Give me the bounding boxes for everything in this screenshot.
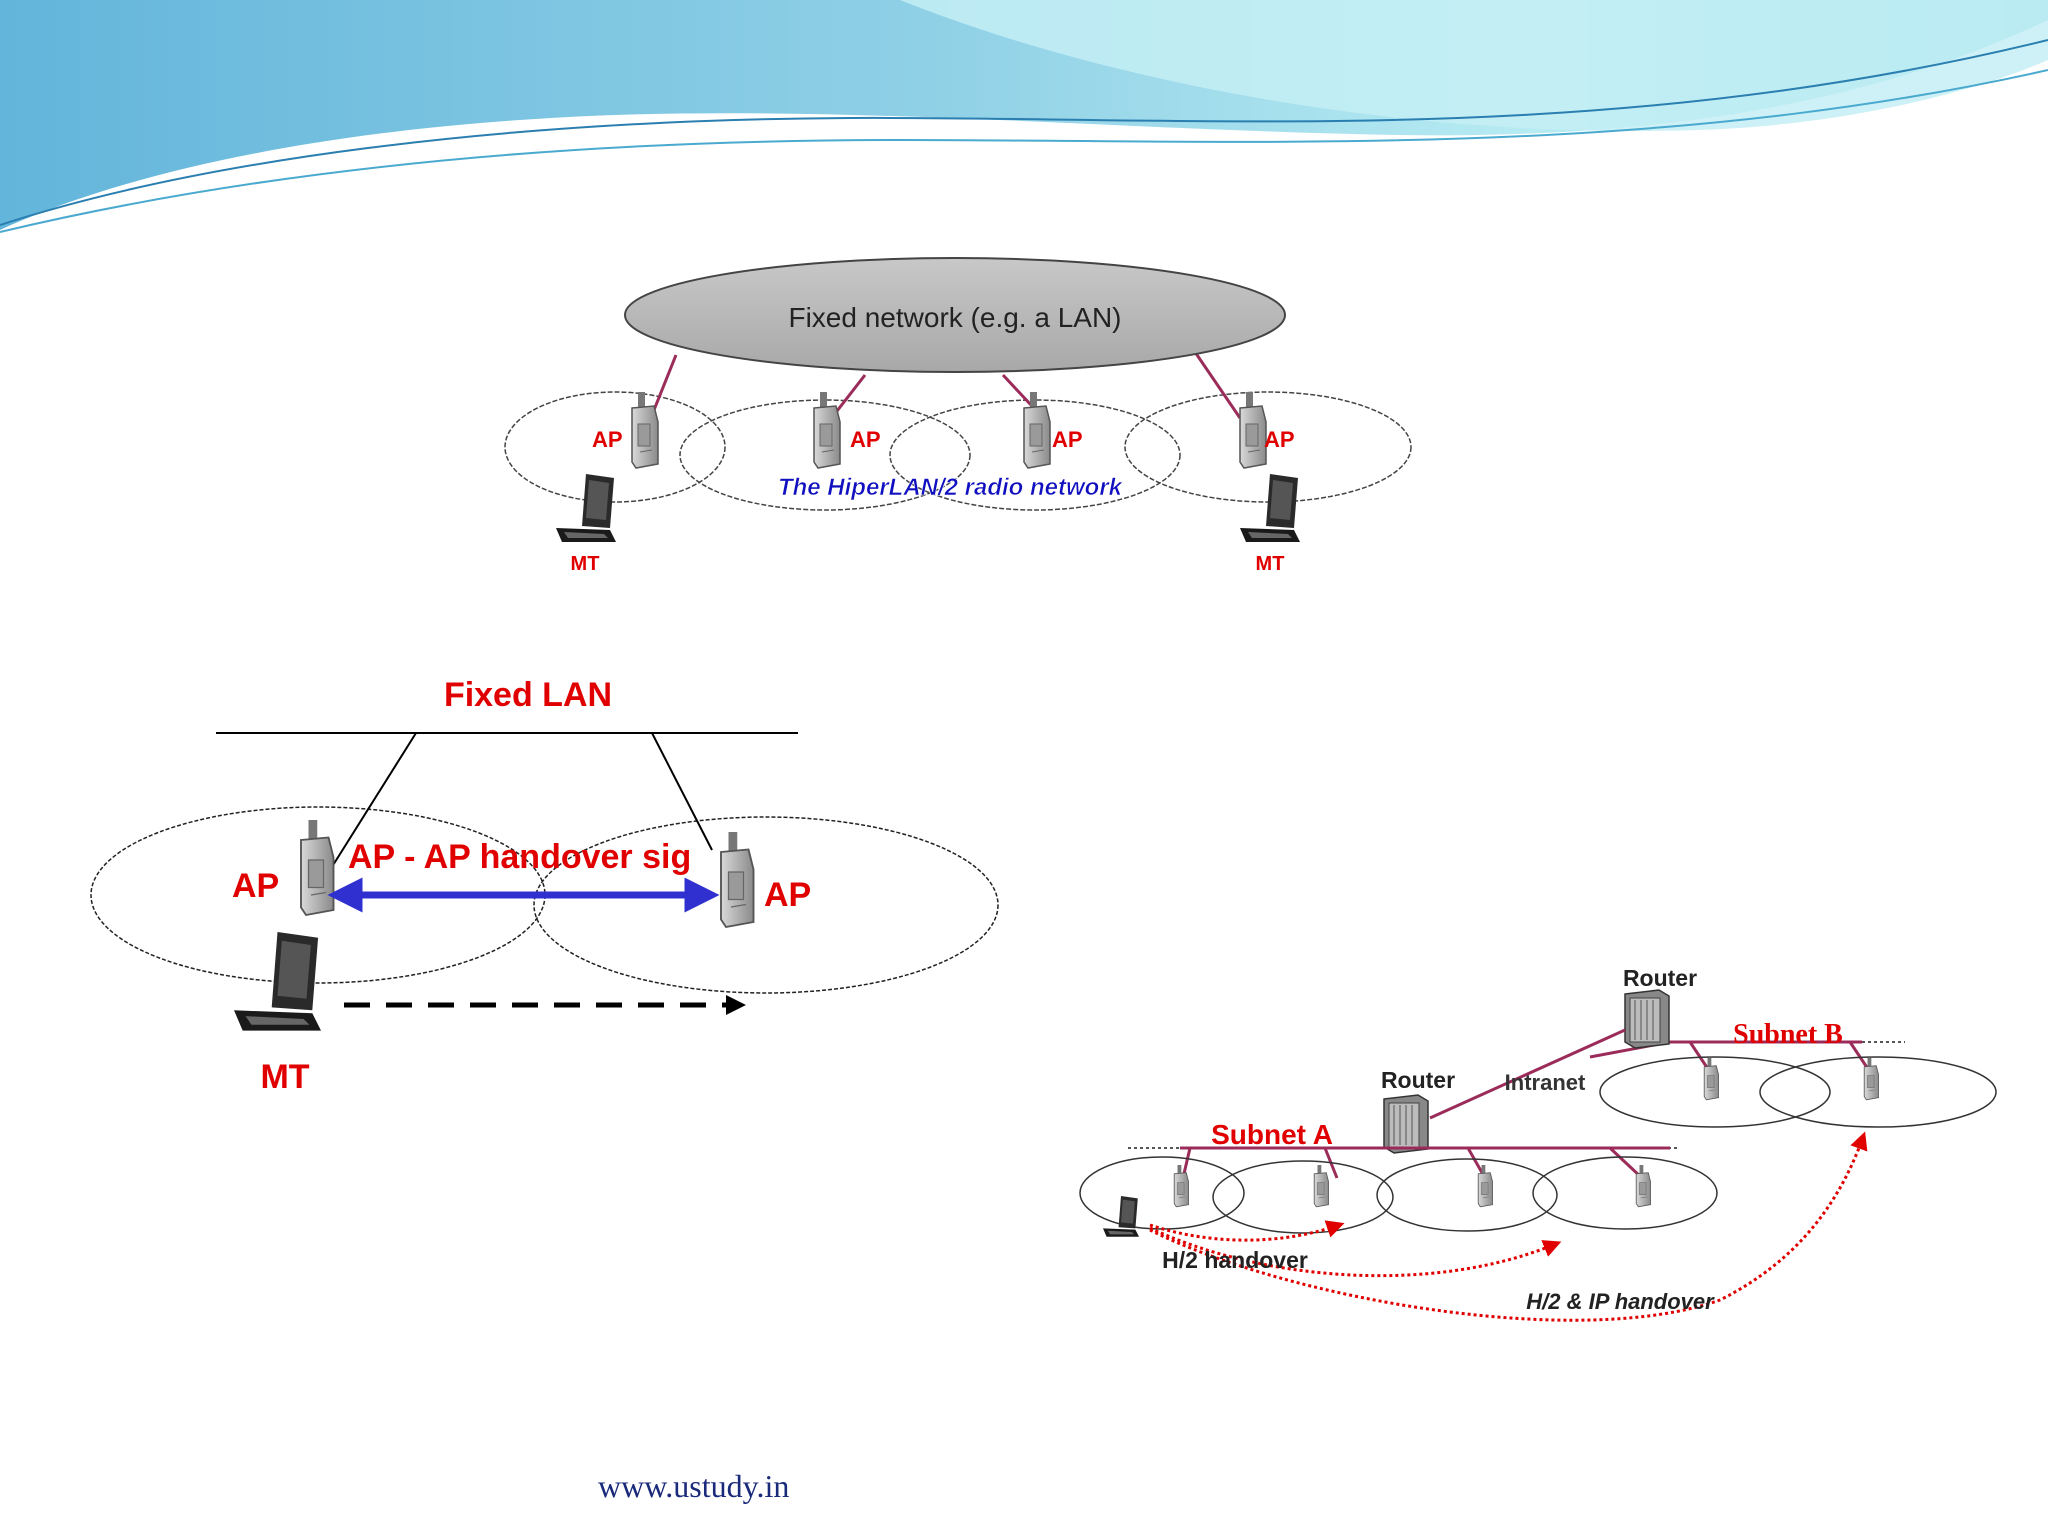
mt-label: MT xyxy=(260,1058,309,1096)
access-point-icon xyxy=(1313,1164,1329,1208)
access-point-icon xyxy=(631,391,659,469)
radio-cell xyxy=(889,399,1181,511)
ip-handover-arrow xyxy=(1149,1131,1868,1322)
laptop-icon xyxy=(556,474,616,542)
mt-label: MT xyxy=(571,553,600,575)
handover-signal-label: AP - AP handover sig xyxy=(348,838,691,876)
network-link xyxy=(329,732,417,871)
network-link xyxy=(1608,1146,1644,1180)
ap-left-label: AP xyxy=(232,867,279,905)
access-point-icon xyxy=(813,391,841,469)
handover-diagram: Fixed LAN AP AP AP - AP handover sig MT xyxy=(90,676,999,1096)
fixed-network-cloud xyxy=(624,257,1286,373)
fixed-network-label: Fixed network (e.g. a LAN) xyxy=(788,302,1121,333)
intranet-label: Intranet xyxy=(1505,1070,1586,1095)
subnet-handover-diagram: Router Subnet B Intranet Router Subnet A… xyxy=(1079,965,1997,1322)
ap-label: AP xyxy=(850,427,881,452)
router-label: Router xyxy=(1623,965,1697,991)
radio-cell xyxy=(1079,1156,1245,1230)
radio-cell xyxy=(1212,1160,1394,1234)
intranet-link xyxy=(1429,1028,1626,1120)
radio-cell xyxy=(504,391,726,503)
radio-cell xyxy=(1759,1056,1997,1128)
access-point-icon xyxy=(300,819,335,916)
ap-label: AP xyxy=(1052,427,1083,452)
access-point-icon xyxy=(1635,1164,1651,1208)
laptop-icon xyxy=(234,932,321,1031)
footer-url: www.ustudy.in xyxy=(598,1468,790,1504)
hiperlan-diagram: Fixed network (e.g. a LAN) AP AP AP AP T… xyxy=(504,257,1412,575)
ap-label: AP xyxy=(592,427,623,452)
radio-cell xyxy=(679,399,971,511)
router-label: Router xyxy=(1381,1067,1455,1093)
ap-right-label: AP xyxy=(764,876,811,914)
radio-cell xyxy=(1376,1158,1558,1232)
radio-cell xyxy=(1532,1156,1718,1230)
subnet-a-label: Subnet A xyxy=(1211,1119,1333,1150)
laptop-icon xyxy=(1240,474,1300,542)
network-link xyxy=(1193,351,1242,419)
h2-ip-handover-label: H/2 & IP handover xyxy=(1526,1289,1715,1314)
access-point-icon xyxy=(720,831,755,928)
router-icon xyxy=(1383,1094,1429,1154)
access-point-icon xyxy=(1173,1164,1189,1208)
laptop-icon xyxy=(1103,1196,1139,1237)
h2-handover-arrow xyxy=(1149,1220,1345,1242)
mt-label: MT xyxy=(1256,553,1285,575)
radio-cell xyxy=(1599,1056,1831,1128)
network-link xyxy=(651,732,713,851)
access-point-icon xyxy=(1239,391,1267,469)
header-wave xyxy=(0,0,2048,233)
ap-label: AP xyxy=(1264,427,1295,452)
router-icon xyxy=(1624,989,1670,1049)
subnet-b-label: Subnet B xyxy=(1733,1019,1843,1050)
fixed-lan-label: Fixed LAN xyxy=(444,676,612,714)
radio-network-label: The HiperLAN/2 radio network xyxy=(778,474,1124,501)
h2-handover-label: H/2 handover xyxy=(1162,1247,1308,1273)
